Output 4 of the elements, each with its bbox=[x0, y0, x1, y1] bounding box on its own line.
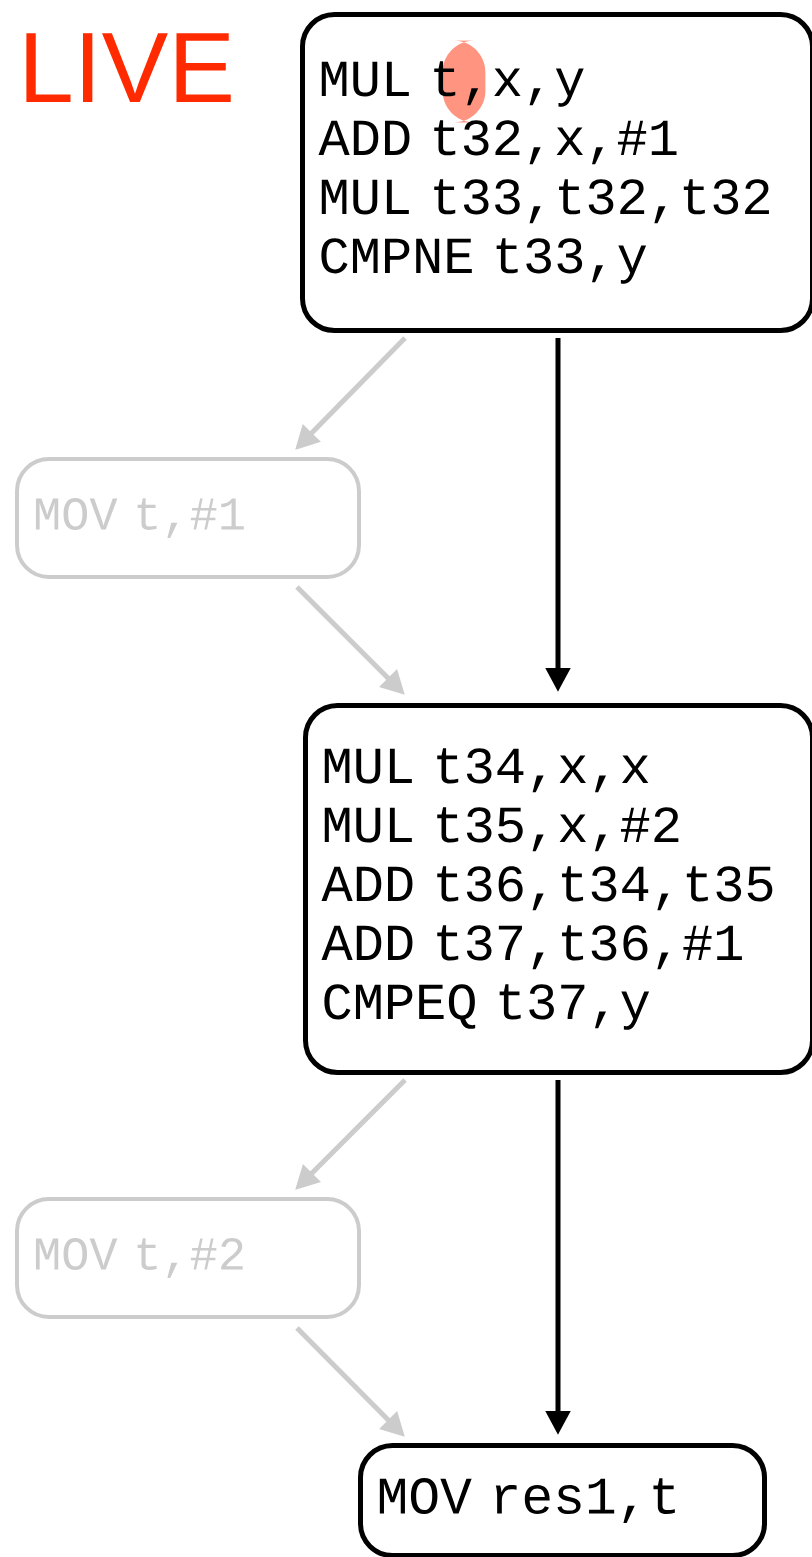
code-box: MUL t34,x,x MUL t35,x,#2 ADD t36,t34,t35 ADD t37,t36,#1 CMPEQ t37,y bbox=[303, 703, 812, 1075]
code-box: MUL t,x,y ADD t32,x,#1 MUL t33,t32,t32 CMPNE t33,y bbox=[300, 12, 812, 333]
title: LIVE bbox=[26, 33, 231, 102]
code-box: MOV res1,t bbox=[358, 1443, 767, 1557]
